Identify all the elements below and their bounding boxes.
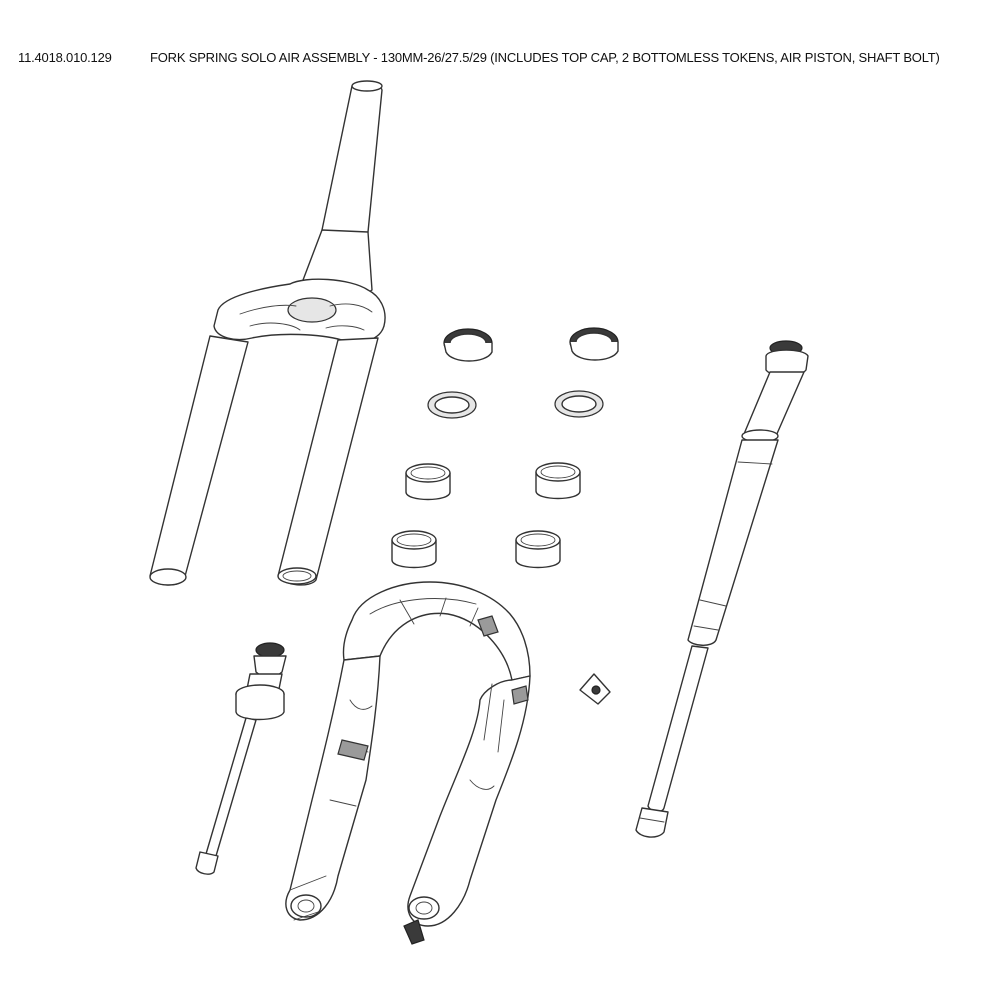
brake-mount-clip — [579, 673, 611, 705]
lower-legs — [285, 581, 531, 945]
air-shaft — [647, 645, 709, 813]
foam-ring-right — [554, 390, 604, 418]
shaft-bolt — [635, 807, 669, 838]
steerer-tube — [321, 81, 383, 237]
steerer-top — [351, 80, 383, 92]
air-shaft-tube — [687, 439, 779, 646]
air-spring-cartridge — [635, 340, 809, 838]
foam-ring-left — [427, 391, 477, 419]
right-stanchion-end — [277, 567, 317, 585]
dust-wiper-left — [443, 328, 493, 362]
lower-bushing-right — [515, 530, 561, 569]
piston-shaft — [205, 717, 257, 857]
arch-bolt — [477, 615, 499, 637]
right-dropout — [408, 896, 440, 920]
crown-steerer-upper-tube-assembly — [149, 80, 386, 586]
shaft-end-nut — [195, 851, 219, 875]
left-stanchion — [149, 335, 249, 586]
left-stanchion-end — [149, 568, 187, 586]
upper-cartridge-body — [743, 371, 805, 441]
left-lower-leg — [285, 655, 381, 921]
upper-bushing-right — [535, 462, 581, 500]
dust-wiper-right — [569, 327, 619, 361]
crown-bore — [287, 297, 337, 323]
right-lower-leg — [407, 675, 531, 927]
lower-bushing-left — [391, 530, 437, 569]
part-number: 11.4018.010.129 — [18, 50, 112, 65]
left-dropout — [290, 894, 322, 918]
air-piston-assembly — [195, 642, 287, 875]
upper-bushing-left — [405, 463, 451, 501]
piston-top-cap — [255, 642, 285, 658]
right-stanchion — [277, 337, 379, 586]
part-title: FORK SPRING SOLO AIR ASSEMBLY - 130MM-26… — [150, 50, 940, 65]
right-dropout-tab — [403, 919, 425, 945]
